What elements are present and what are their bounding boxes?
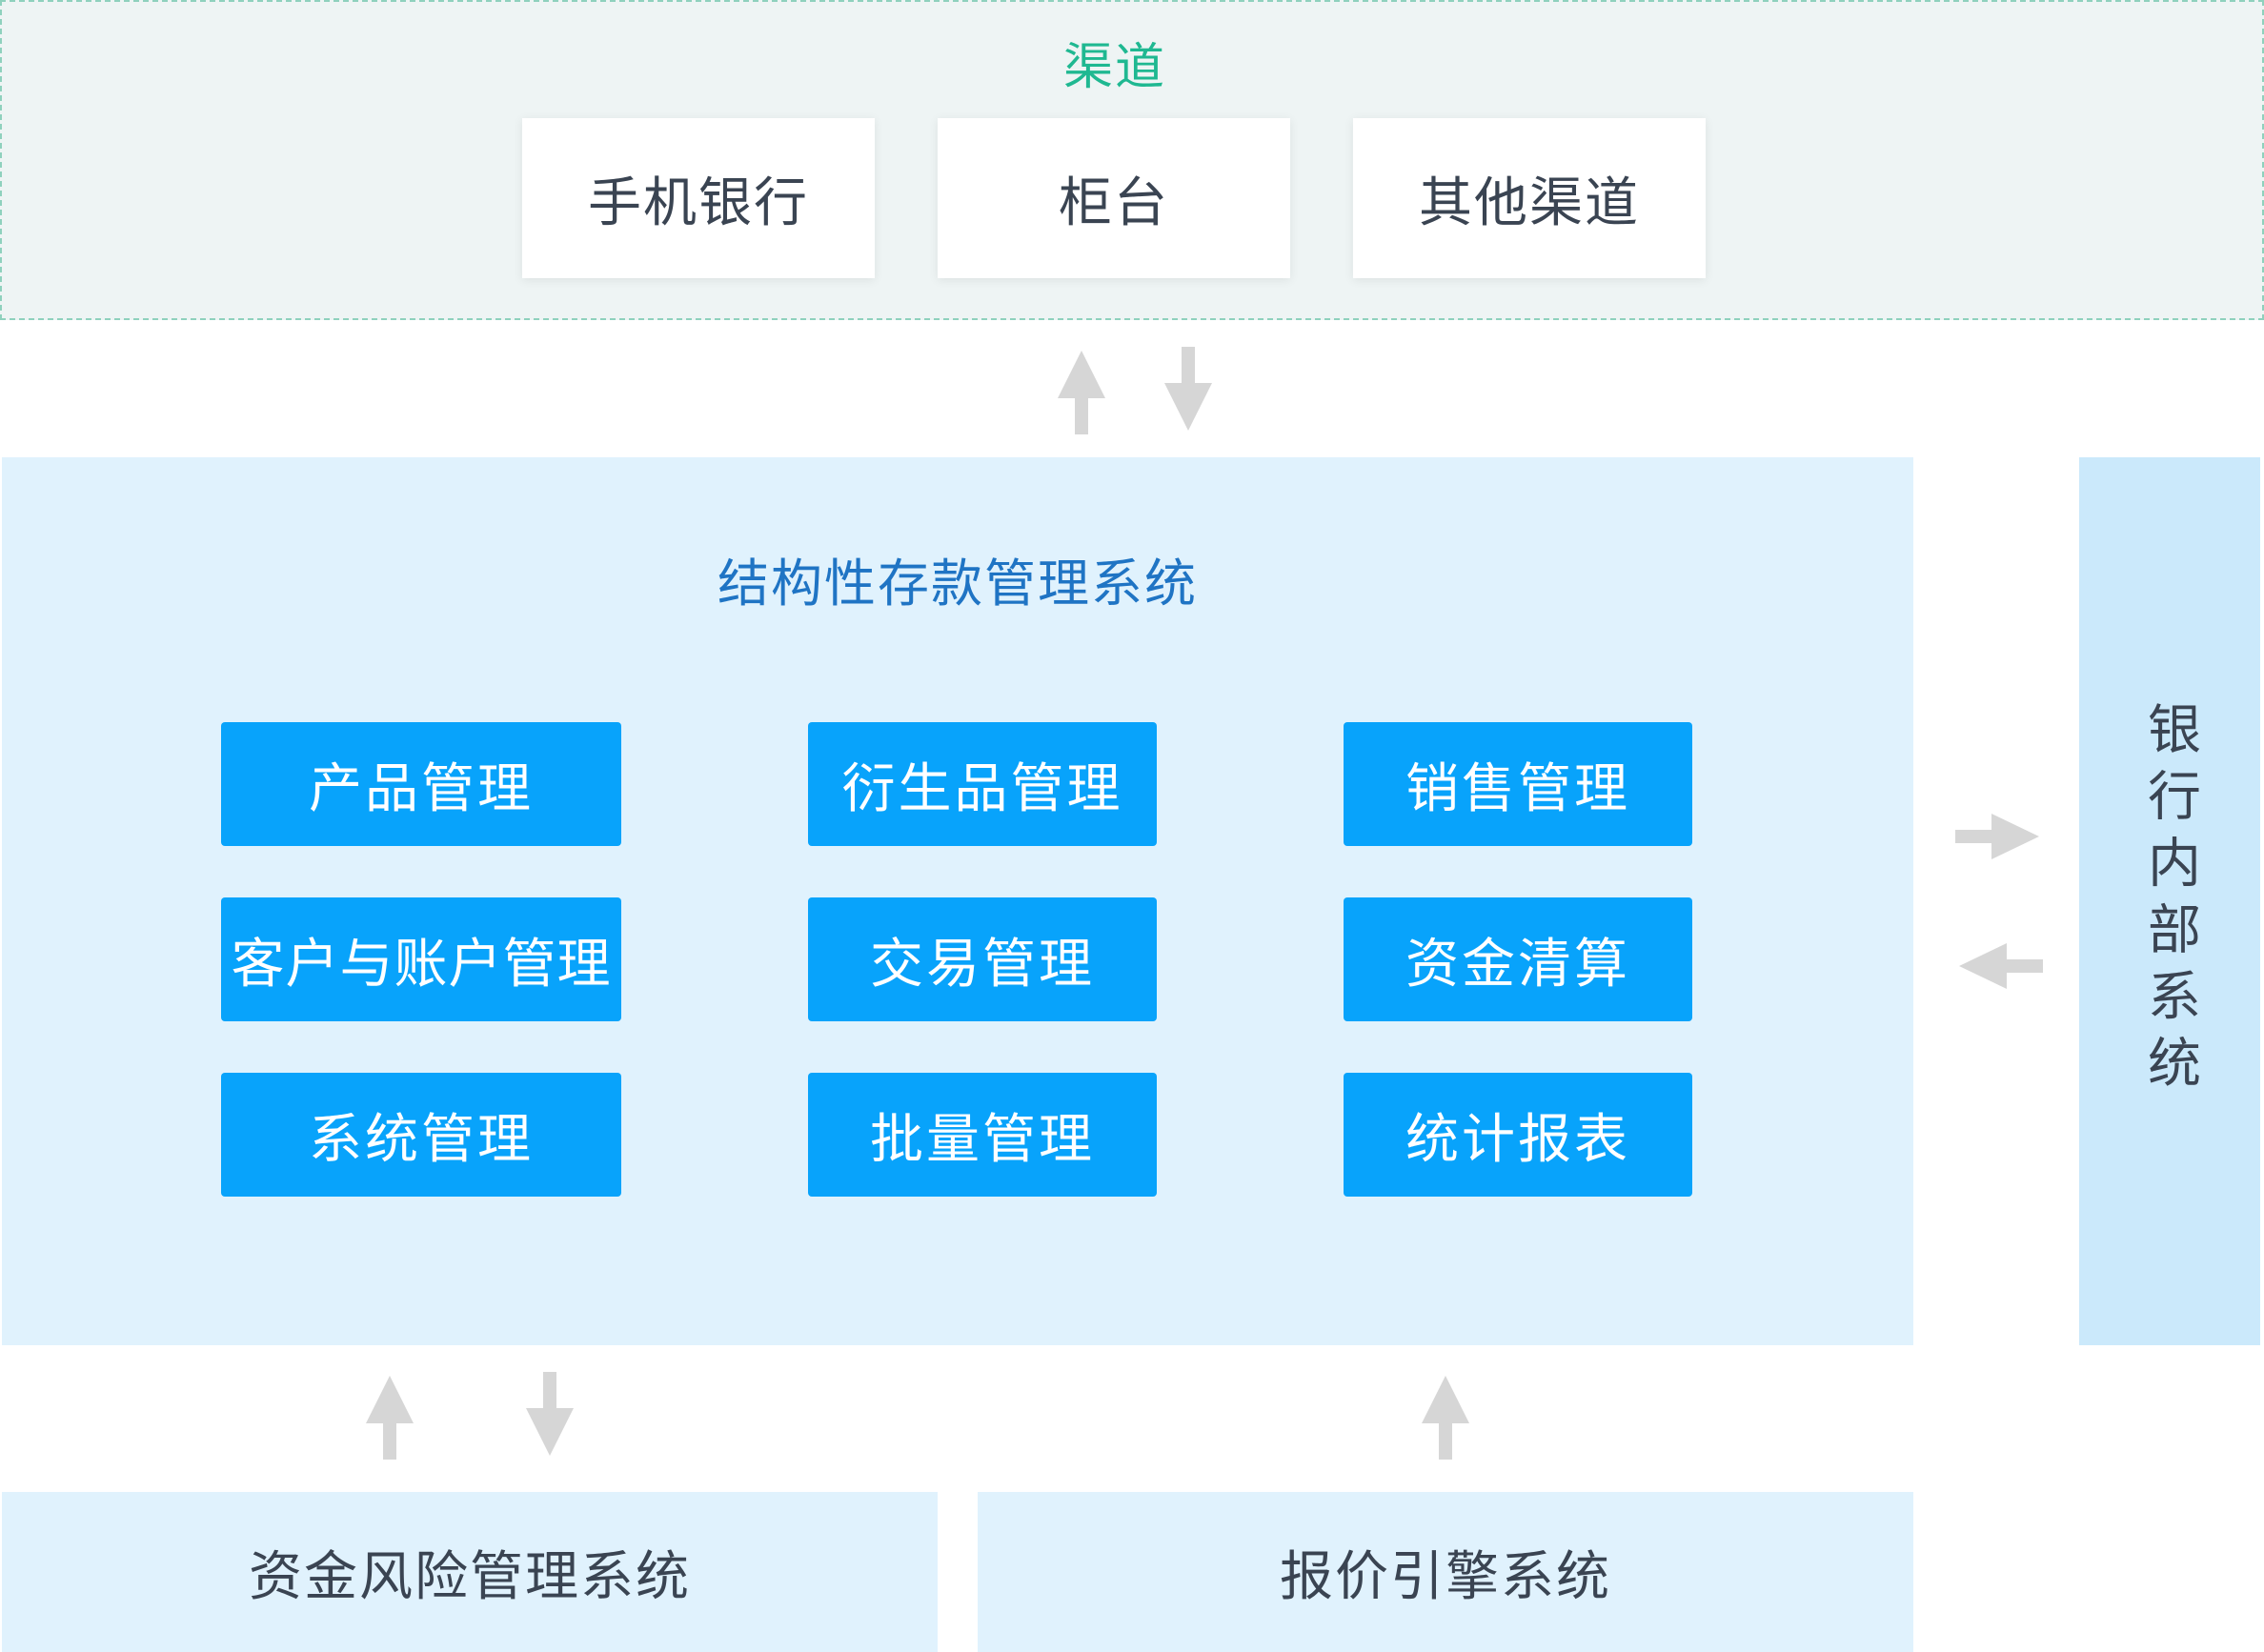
- channel-mobile-banking: 手机银行: [522, 118, 875, 278]
- up-arrow-icon: [1058, 351, 1105, 434]
- bank-internal-system-panel: 银行内部系统: [2079, 457, 2260, 1345]
- down-arrow-icon: [526, 1372, 574, 1456]
- module-derivatives-management: 衍生品管理: [808, 722, 1157, 846]
- fund-risk-management-system: 资金风险管理系统: [2, 1492, 938, 1652]
- module-trade-management: 交易管理: [808, 897, 1157, 1021]
- bank-internal-system-label: 银行内部系统: [2138, 701, 2201, 1101]
- right-arrow-icon: [1955, 814, 2039, 859]
- channel-other: 其他渠道: [1353, 118, 1706, 278]
- module-system-management: 系统管理: [221, 1073, 621, 1197]
- module-batch-management: 批量管理: [808, 1073, 1157, 1197]
- up-arrow-icon: [366, 1376, 414, 1460]
- module-fund-settlement: 资金清算: [1344, 897, 1692, 1021]
- quote-engine-system: 报价引擎系统: [978, 1492, 1913, 1652]
- main-system-title: 结构性存款管理系统: [718, 554, 1198, 614]
- module-product-management: 产品管理: [221, 722, 621, 846]
- module-customer-account-management: 客户与账户管理: [221, 897, 621, 1021]
- module-sales-management: 销售管理: [1344, 722, 1692, 846]
- channel-counter: 柜台: [938, 118, 1290, 278]
- module-statistics-reports: 统计报表: [1344, 1073, 1692, 1197]
- left-arrow-icon: [1959, 943, 2043, 989]
- down-arrow-icon: [1164, 347, 1212, 431]
- up-arrow-icon: [1422, 1376, 1469, 1460]
- channels-title: 渠道: [1062, 39, 1166, 96]
